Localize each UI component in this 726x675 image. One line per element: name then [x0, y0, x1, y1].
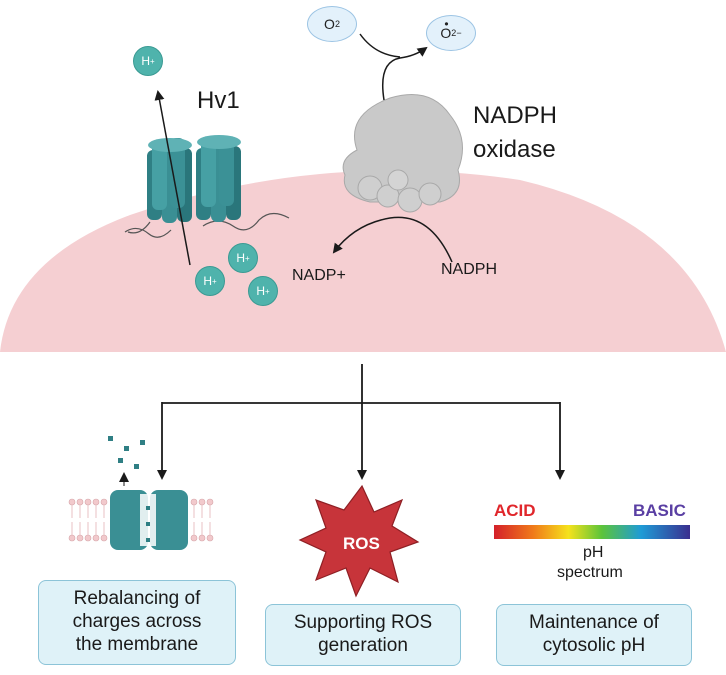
nadph-label: NADPH [441, 261, 498, 278]
oxidase-label-line2: oxidase [473, 136, 556, 163]
proton-ion: H+ [248, 276, 278, 306]
acid-label: ACID [494, 501, 536, 520]
nadph-oxidase-icon [332, 33, 463, 263]
ph-label: pH [583, 544, 604, 561]
superoxide-symbol: O• [440, 17, 452, 41]
hv1-label: Hv1 [197, 87, 240, 114]
spectrum-label: spectrum [557, 564, 623, 581]
hv1-channel-icon [124, 90, 290, 266]
ros-label: ROS [343, 534, 380, 553]
proton-ion: H+ [133, 46, 163, 76]
nadp-plus-label: NADP+ [292, 267, 346, 284]
proton-ion: H+ [195, 266, 225, 296]
outcome-text: Supporting ROS generation [293, 612, 433, 656]
superoxide-molecule: O•2− [426, 15, 476, 51]
ph-gradient-bar [494, 525, 690, 539]
outcome-text: Maintenance of cytosolic pH [529, 612, 659, 656]
membrane-channel-icon [68, 436, 214, 550]
proton-ion: H+ [228, 243, 258, 273]
ros-burst-icon [298, 484, 420, 598]
basic-label: BASIC [633, 501, 686, 520]
outcome-box-ph: Maintenance of cytosolic pH [496, 604, 692, 666]
outcome-box-charges: Rebalancing of charges across the membra… [38, 580, 236, 665]
flow-arrows [157, 364, 565, 480]
outcome-box-ros: Supporting ROS generation [265, 604, 461, 666]
radical-dot: • [444, 17, 449, 31]
outcome-text: Rebalancing of charges across the membra… [72, 588, 202, 655]
oxidase-label-line1: NADPH [473, 102, 558, 129]
